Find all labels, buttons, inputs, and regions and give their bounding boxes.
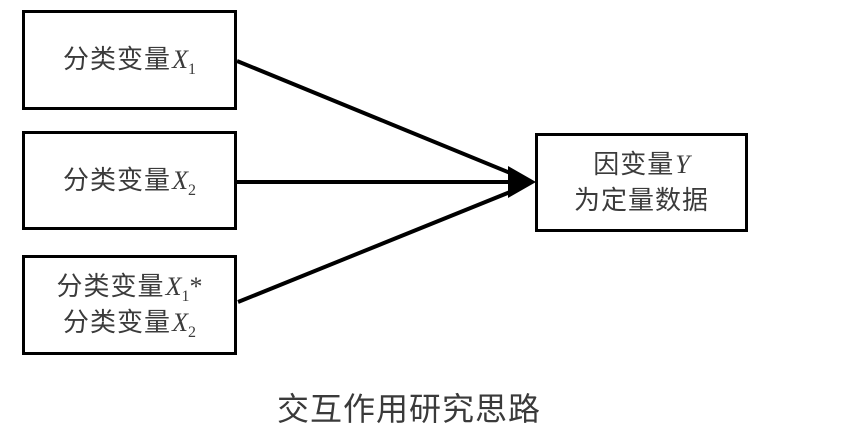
box-interaction-x1x2: 分类变量X1* 分类变量X2 [22, 255, 237, 355]
box-x2-variable-subscript: 2 [187, 181, 196, 199]
box-x1-label: 分类变量X1 [63, 42, 196, 78]
box-categorical-x2: 分类变量X2 [22, 131, 237, 230]
arrow-line-from-x1 [236, 59, 521, 179]
diagram-caption: 交互作用研究思路 [276, 391, 541, 427]
box-x1-variable-symbol: X [172, 45, 188, 74]
box-interaction-line2-variable-subscript: 2 [187, 324, 196, 341]
arrowhead-icon [508, 166, 536, 198]
box-x1-variable-subscript: 1 [187, 61, 196, 78]
box-interaction-line1-variable-symbol: X [165, 272, 182, 301]
box-interaction-line1: 分类变量X1* [57, 269, 203, 305]
box-dependent-y: 因变量Y 为定量数据 [535, 133, 748, 232]
box-interaction-line1-asterisk: * [189, 272, 203, 301]
box-dependent-line1: 因变量Y [593, 147, 689, 183]
box-dependent-line2: 为定量数据 [573, 185, 709, 215]
box-interaction-line1-variable-subscript: 1 [181, 288, 190, 305]
box-x2-variable-symbol: X [172, 165, 188, 195]
box-x1-label-text: 分类变量 [63, 45, 172, 74]
box-dependent-variable-symbol: Y [675, 149, 690, 179]
arrow-line-from-interaction [237, 186, 521, 304]
box-interaction-line2-text: 分类变量 [63, 308, 172, 337]
box-x2-label: 分类变量X2 [63, 163, 196, 199]
box-interaction-line2: 分类变量X2 [63, 305, 196, 341]
box-dependent-line1-text: 因变量 [593, 149, 675, 179]
box-categorical-x1: 分类变量X1 [22, 10, 237, 110]
box-interaction-line2-variable-symbol: X [172, 308, 188, 337]
box-interaction-line1-text: 分类变量 [56, 272, 165, 301]
box-x2-label-text: 分类变量 [63, 165, 172, 195]
